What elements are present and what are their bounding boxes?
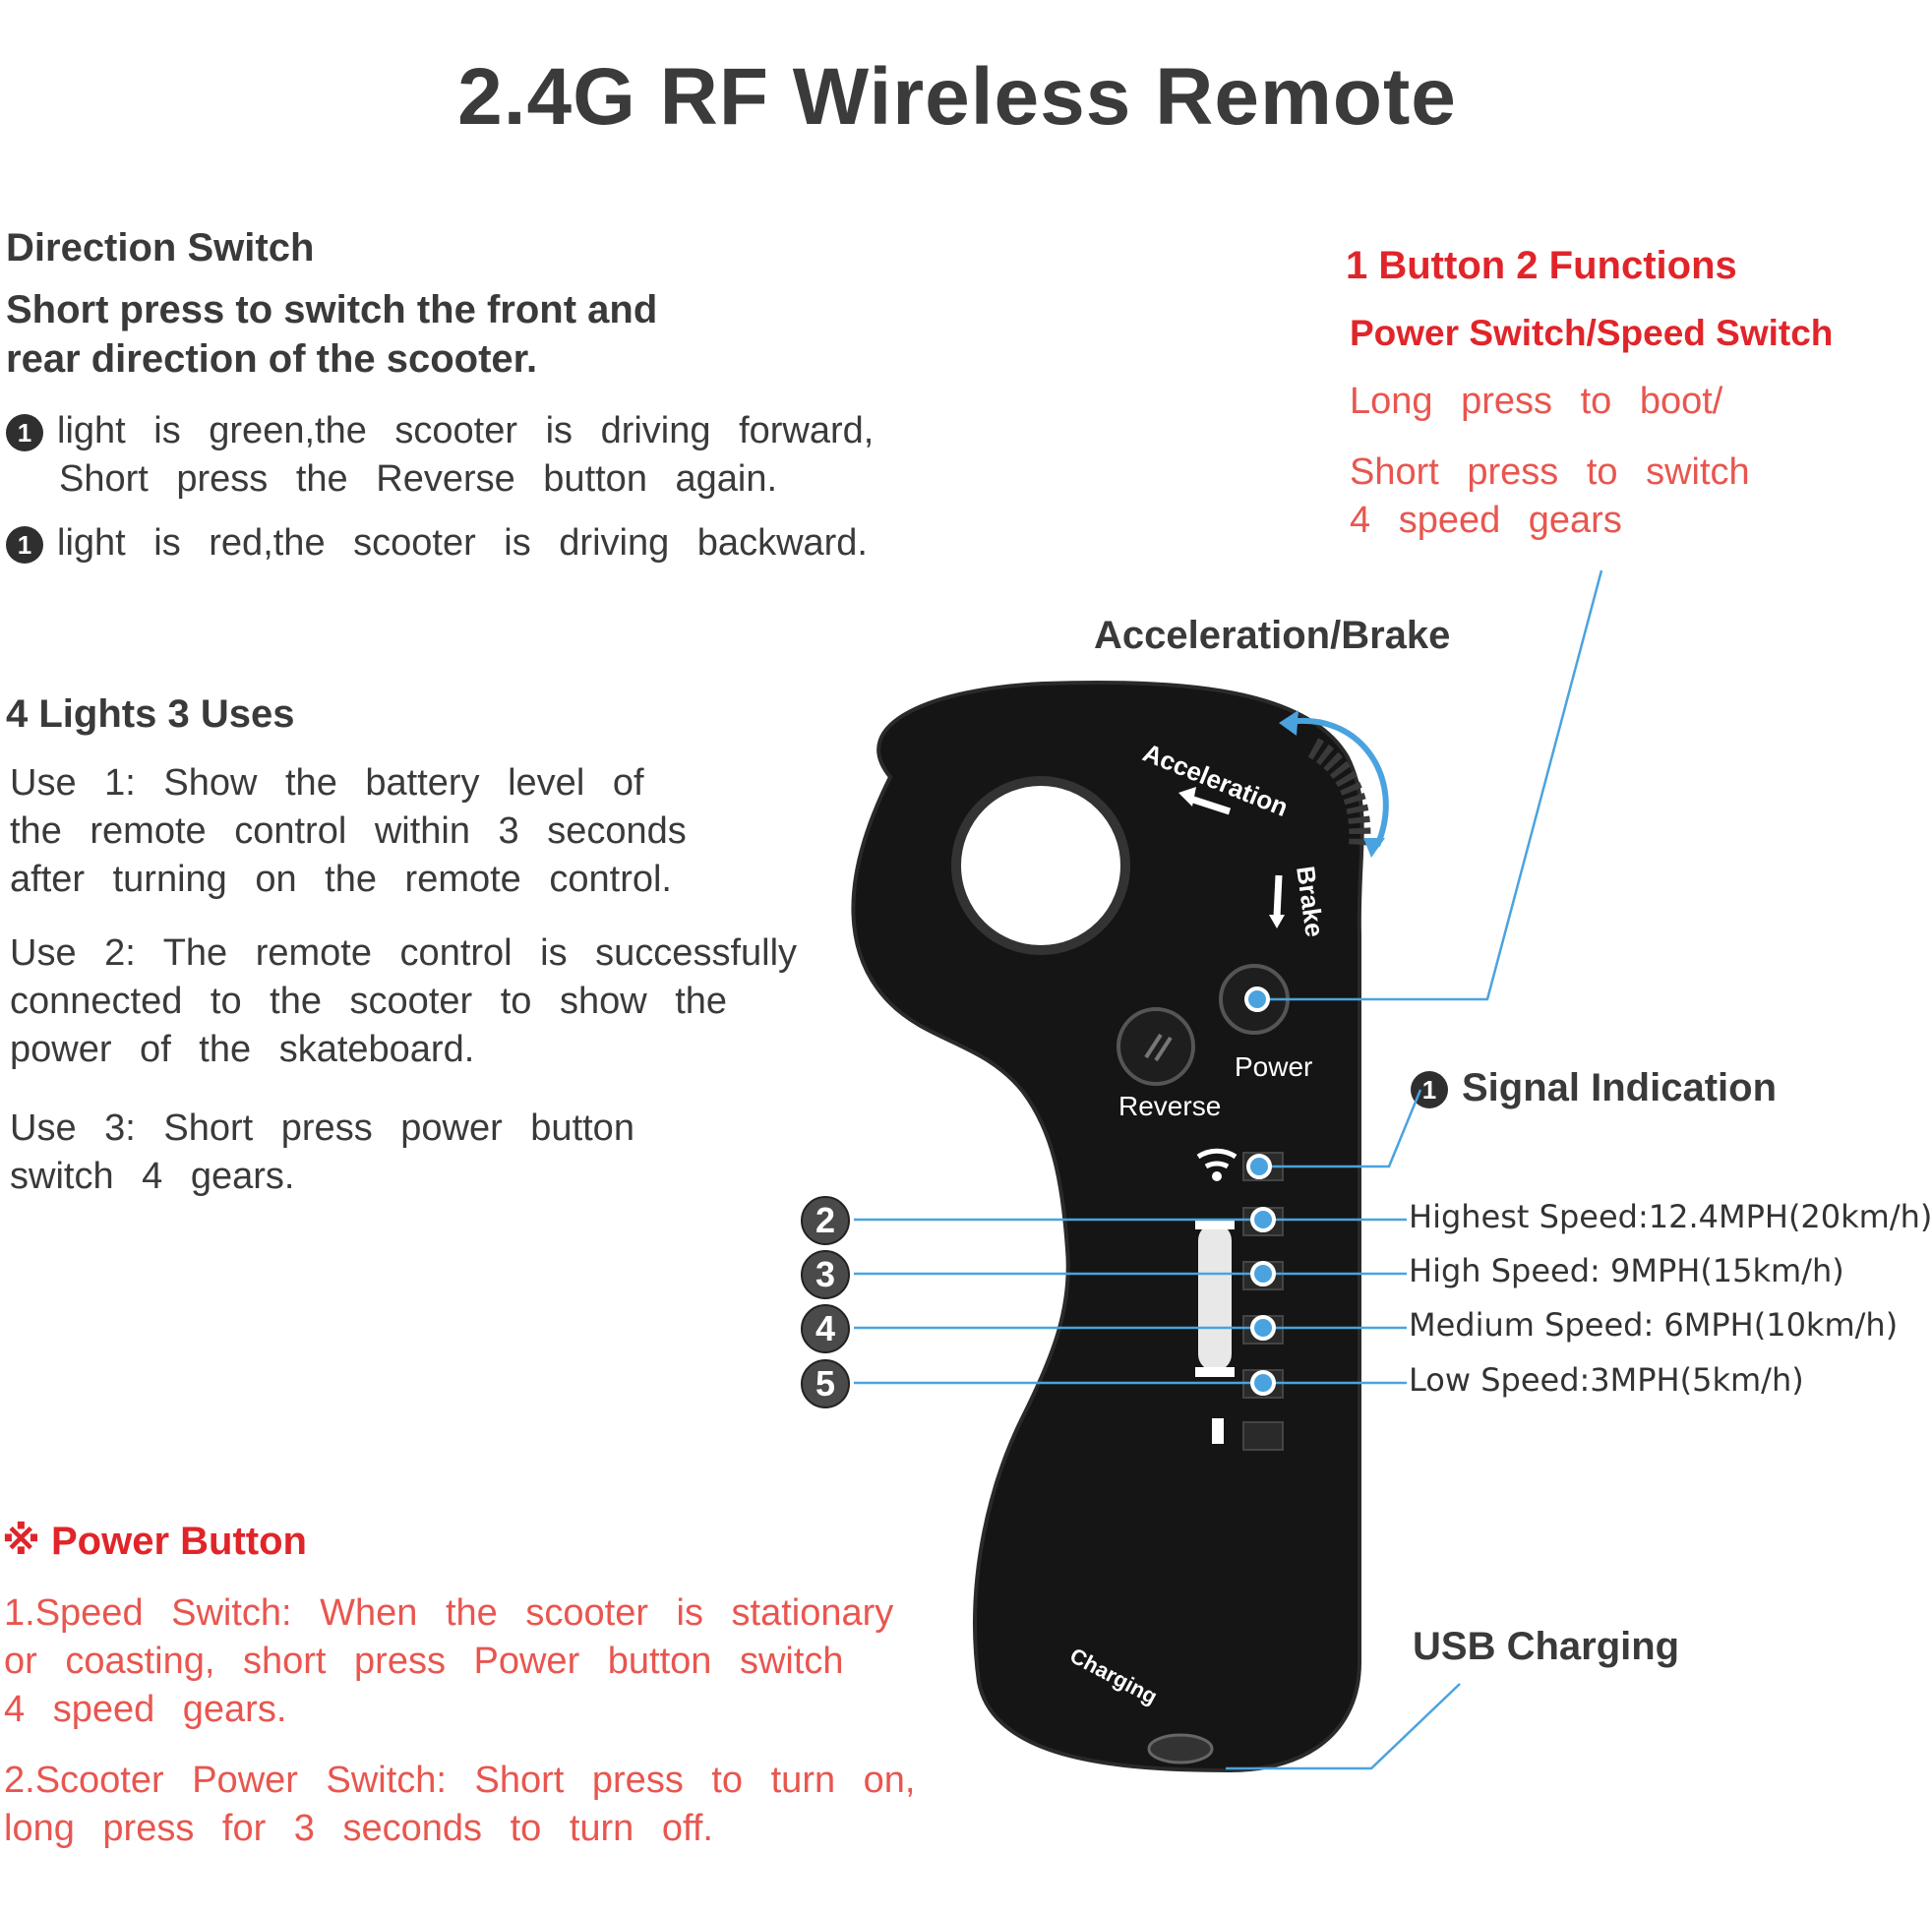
direction-description: Short press to switch the front and rear… bbox=[6, 285, 657, 384]
battery-icon bbox=[1212, 1418, 1224, 1444]
direction-heading: Direction Switch bbox=[6, 226, 315, 269]
remote-body bbox=[851, 680, 1364, 1773]
direction-desc-line: Short press to switch the front and bbox=[6, 288, 658, 331]
usb-port bbox=[1147, 1733, 1214, 1764]
signal-indication-label: 1 Signal Indication bbox=[1411, 1066, 1777, 1110]
functions-subheading: Power Switch/Speed Switch bbox=[1350, 313, 1834, 353]
lights-use-2: Use 2: The remote control is successfull… bbox=[10, 929, 797, 1074]
number-badge: 1 bbox=[1411, 1071, 1448, 1109]
lights-use-1: Use 1: Show the battery level of the rem… bbox=[10, 759, 687, 904]
use-line: Use 3: Short press power button bbox=[10, 1107, 634, 1149]
use-line: Use 2: The remote control is successfull… bbox=[10, 932, 798, 974]
reverse-device-label: Reverse bbox=[1118, 1091, 1221, 1121]
accel-arrow-icon bbox=[1188, 795, 1232, 815]
direction-item-backward: 1 light is red,the scooter is driving bac… bbox=[6, 519, 868, 568]
functions-heading: 1 Button 2 Functions bbox=[1346, 244, 1737, 287]
lights-use-3: Use 3: Short press power button switch 4… bbox=[10, 1105, 634, 1201]
number-badge: 1 bbox=[6, 413, 43, 451]
functions-long-press: Long press to boot/ bbox=[1350, 381, 1723, 422]
power-line: 2.Scooter Power Switch: Short press to t… bbox=[4, 1760, 916, 1801]
power-device-label: Power bbox=[1235, 1051, 1312, 1082]
use-line: connected to the scooter to show the bbox=[10, 981, 728, 1022]
speed-label-low: Low Speed:3MPH(5km/h) bbox=[1409, 1361, 1804, 1399]
use-line: switch 4 gears. bbox=[10, 1156, 295, 1197]
functions-short-press: Short press to switch 4 speed gears bbox=[1350, 449, 1750, 545]
use-line: power of the skateboard. bbox=[10, 1029, 475, 1070]
callout-dots bbox=[1244, 987, 1276, 1396]
power-button-heading: ※ Power Button bbox=[2, 1520, 307, 1563]
item-text: light is red,the scooter is driving back… bbox=[57, 522, 868, 564]
power-line: long press for 3 seconds to turn off. bbox=[4, 1808, 713, 1849]
brake-arrow-icon bbox=[1273, 874, 1283, 918]
thumb-wheel bbox=[1307, 738, 1371, 847]
reverse-icon bbox=[1144, 1033, 1173, 1062]
direction-desc-line: rear direction of the scooter. bbox=[6, 337, 538, 381]
callout-lines bbox=[854, 569, 1603, 1770]
speed-badge-4: 4 bbox=[801, 1304, 850, 1353]
speed-label-medium: Medium Speed: 6MPH(10km/h) bbox=[1409, 1306, 1899, 1344]
speed-badge-5: 5 bbox=[801, 1359, 850, 1408]
accel-brake-label: Acceleration/Brake bbox=[1094, 614, 1451, 657]
use-line: after turning on the remote control. bbox=[10, 859, 672, 900]
lights-heading: 4 Lights 3 Uses bbox=[6, 692, 295, 736]
power-line: 1.Speed Switch: When the scooter is stat… bbox=[4, 1592, 894, 1634]
number-badge: 1 bbox=[6, 525, 43, 564]
usb-charging-label: USB Charging bbox=[1413, 1625, 1680, 1668]
functions-line: Short press to switch bbox=[1350, 451, 1750, 493]
wifi-icon bbox=[1196, 1148, 1238, 1169]
rotation-arrow-icon bbox=[1283, 718, 1389, 848]
speed-badge-3: 3 bbox=[801, 1250, 850, 1299]
signal-text: Signal Indication bbox=[1462, 1066, 1778, 1109]
finger-hole bbox=[951, 776, 1130, 955]
power-line: or coasting, short press Power button sw… bbox=[4, 1641, 844, 1682]
direction-item-forward: 1 light is green,the scooter is driving f… bbox=[6, 407, 874, 504]
reverse-button[interactable] bbox=[1117, 1007, 1195, 1086]
item-text: Short press the Reverse button again. bbox=[59, 458, 778, 500]
page-title: 2.4G RF Wireless Remote bbox=[457, 52, 1457, 142]
speed-badge-2: 2 bbox=[801, 1196, 850, 1245]
power-button-item-1: 1.Speed Switch: When the scooter is stat… bbox=[4, 1589, 893, 1734]
power-button-item-2: 2.Scooter Power Switch: Short press to t… bbox=[4, 1757, 916, 1853]
item-text: light is green,the scooter is driving fo… bbox=[57, 410, 875, 451]
speed-label-high: High Speed: 9MPH(15km/h) bbox=[1409, 1252, 1844, 1289]
use-line: the remote control within 3 seconds bbox=[10, 810, 687, 852]
skateboard-icon bbox=[1198, 1224, 1232, 1371]
functions-line: 4 speed gears bbox=[1350, 500, 1622, 541]
speed-label-highest: Highest Speed:12.4MPH(20km/h) bbox=[1409, 1198, 1932, 1235]
use-line: Use 1: Show the battery level of bbox=[10, 762, 644, 804]
power-line: 4 speed gears. bbox=[4, 1689, 287, 1730]
